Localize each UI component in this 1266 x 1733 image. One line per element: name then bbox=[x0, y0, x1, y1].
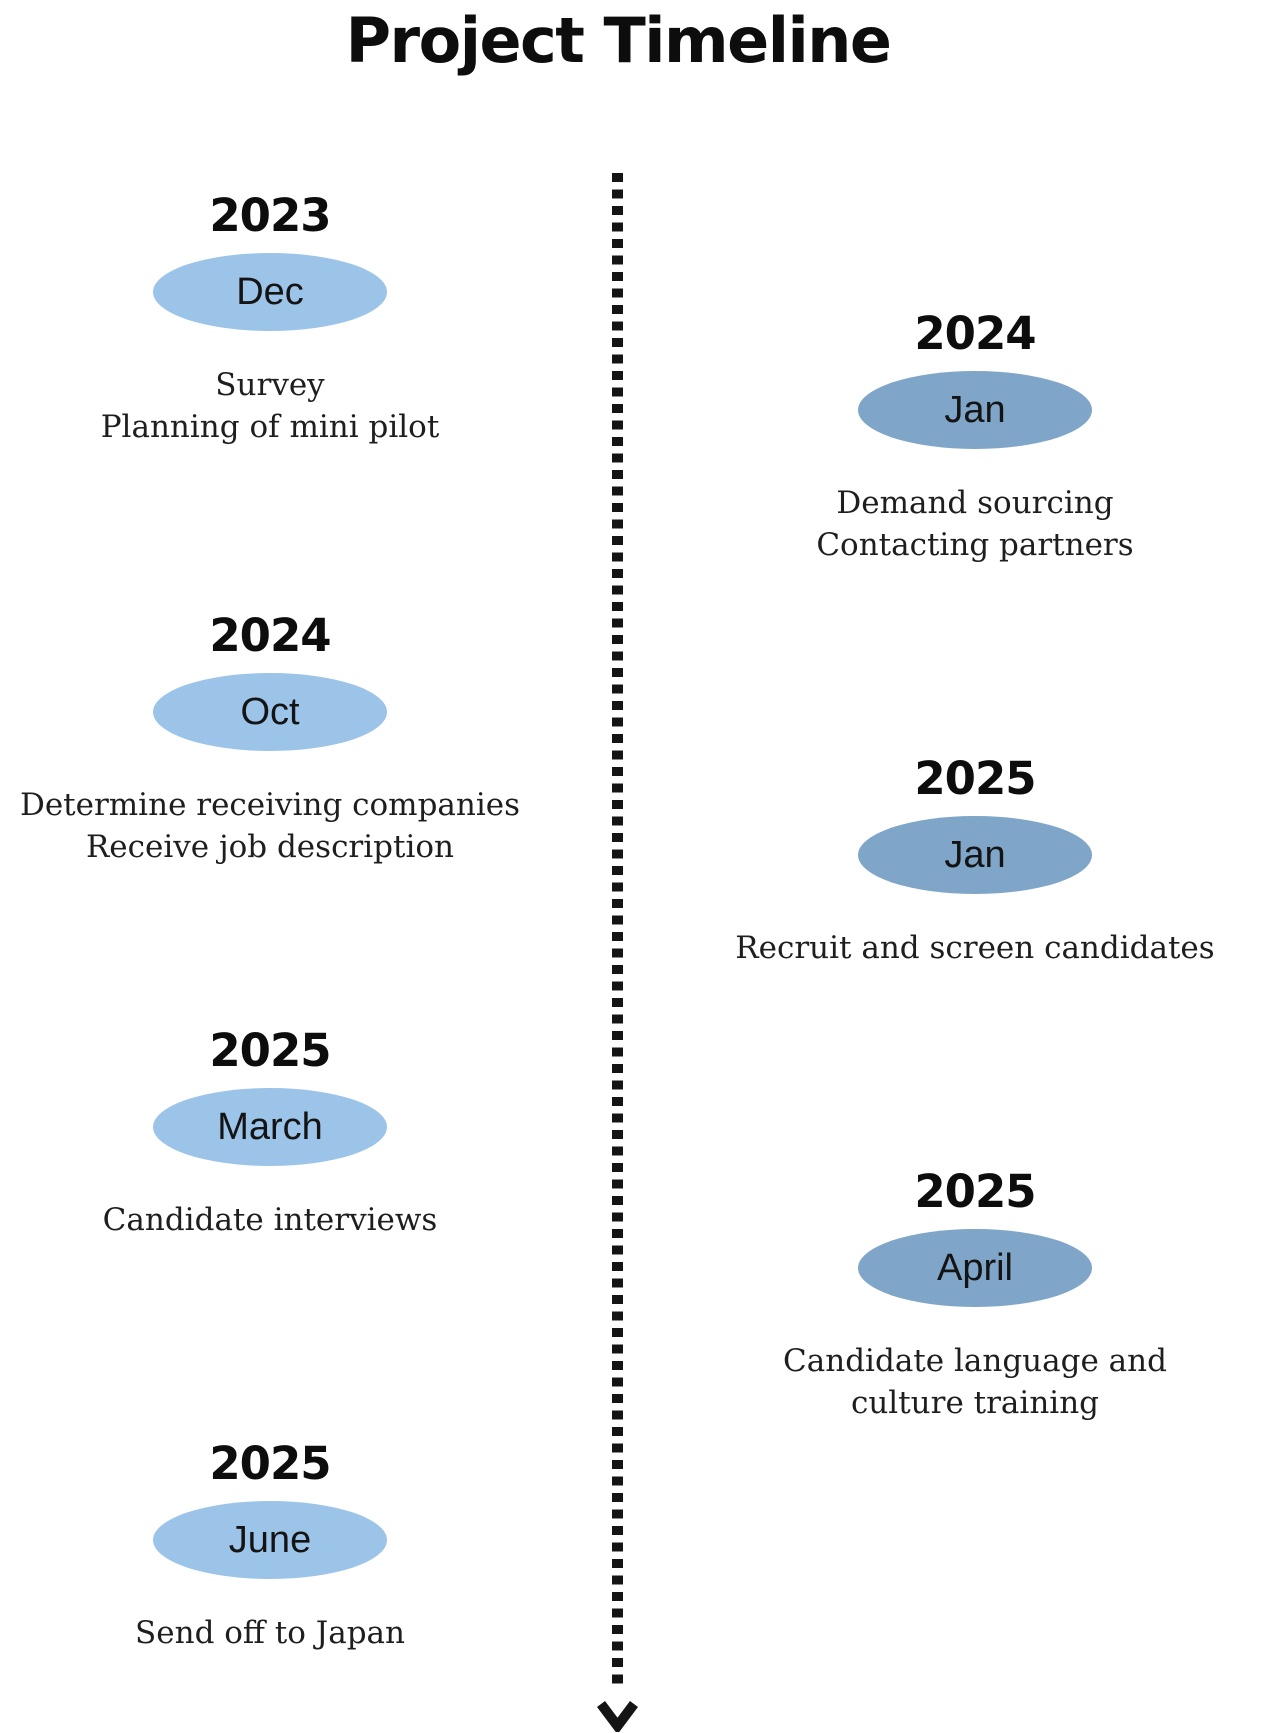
description-line: Survey bbox=[215, 367, 325, 403]
entry-year: 2025 bbox=[914, 752, 1036, 805]
timeline-entry-2024-jan: 2024 Jan Demand sourcing Contacting part… bbox=[715, 311, 1235, 567]
description-line: Receive job description bbox=[85, 828, 455, 865]
timeline-entry-2025-june: 2025 June Send off to Japan bbox=[10, 1441, 530, 1655]
timeline-entry-2024-oct: 2024 Oct Determine receiving companies R… bbox=[10, 613, 530, 869]
description-line: culture training bbox=[850, 1384, 1100, 1421]
entry-month-pill: June bbox=[153, 1501, 387, 1579]
entry-description: Determine receiving companies Receive jo… bbox=[20, 785, 520, 869]
entry-description: Survey Planning of mini pilot bbox=[101, 365, 440, 449]
entry-description: Send off to Japan bbox=[135, 1613, 405, 1655]
entry-month-label: Dec bbox=[236, 271, 304, 313]
timeline-entry-2025-april: 2025 April Candidate language and cultur… bbox=[715, 1169, 1235, 1425]
description-line: Send off to Japan bbox=[135, 1615, 405, 1651]
entry-description: Candidate interviews bbox=[103, 1200, 438, 1242]
description-line: Determine receiving companies bbox=[19, 787, 521, 823]
entry-description: Candidate language and culture training bbox=[783, 1341, 1167, 1425]
entry-description: Recruit and screen candidates bbox=[735, 928, 1214, 970]
description-line: Recruit and screen candidates bbox=[735, 930, 1215, 966]
entry-year: 2023 bbox=[209, 189, 331, 242]
entry-month-label: April bbox=[936, 1247, 1014, 1289]
entry-year: 2025 bbox=[209, 1024, 331, 1077]
page-title: Project Timeline bbox=[345, 4, 892, 77]
timeline-entry-2025-march: 2025 March Candidate interviews bbox=[10, 1028, 530, 1242]
timeline-entry-2025-jan: 2025 Jan Recruit and screen candidates bbox=[715, 756, 1235, 970]
description-line: Contacting partners bbox=[816, 526, 1134, 563]
entry-month-pill: Jan bbox=[858, 816, 1092, 894]
arrow-down-icon bbox=[597, 1701, 638, 1732]
timeline-entry-2023-dec: 2023 Dec Survey Planning of mini pilot bbox=[10, 193, 530, 449]
entry-month-label: Jan bbox=[944, 834, 1006, 876]
entry-year: 2024 bbox=[914, 307, 1036, 360]
entry-month-pill: Jan bbox=[858, 371, 1092, 449]
entry-month-label: Jan bbox=[944, 389, 1006, 431]
entry-description: Demand sourcing Contacting partners bbox=[816, 483, 1133, 567]
entry-month-pill: Dec bbox=[153, 253, 387, 331]
entry-month-label: June bbox=[228, 1519, 312, 1561]
entry-year: 2024 bbox=[209, 609, 331, 662]
entry-year: 2025 bbox=[209, 1437, 331, 1490]
entry-month-pill: April bbox=[858, 1229, 1092, 1307]
timeline-axis bbox=[612, 173, 623, 1688]
description-line: Candidate interviews bbox=[102, 1202, 438, 1238]
entry-year: 2025 bbox=[914, 1165, 1036, 1218]
description-line: Candidate language and bbox=[783, 1343, 1167, 1379]
entry-month-label: Oct bbox=[240, 691, 300, 733]
entry-month-label: March bbox=[217, 1106, 323, 1148]
description-line: Planning of mini pilot bbox=[100, 408, 440, 445]
entry-month-pill: Oct bbox=[153, 673, 387, 751]
entry-month-pill: March bbox=[153, 1088, 387, 1166]
description-line: Demand sourcing bbox=[836, 485, 1114, 521]
